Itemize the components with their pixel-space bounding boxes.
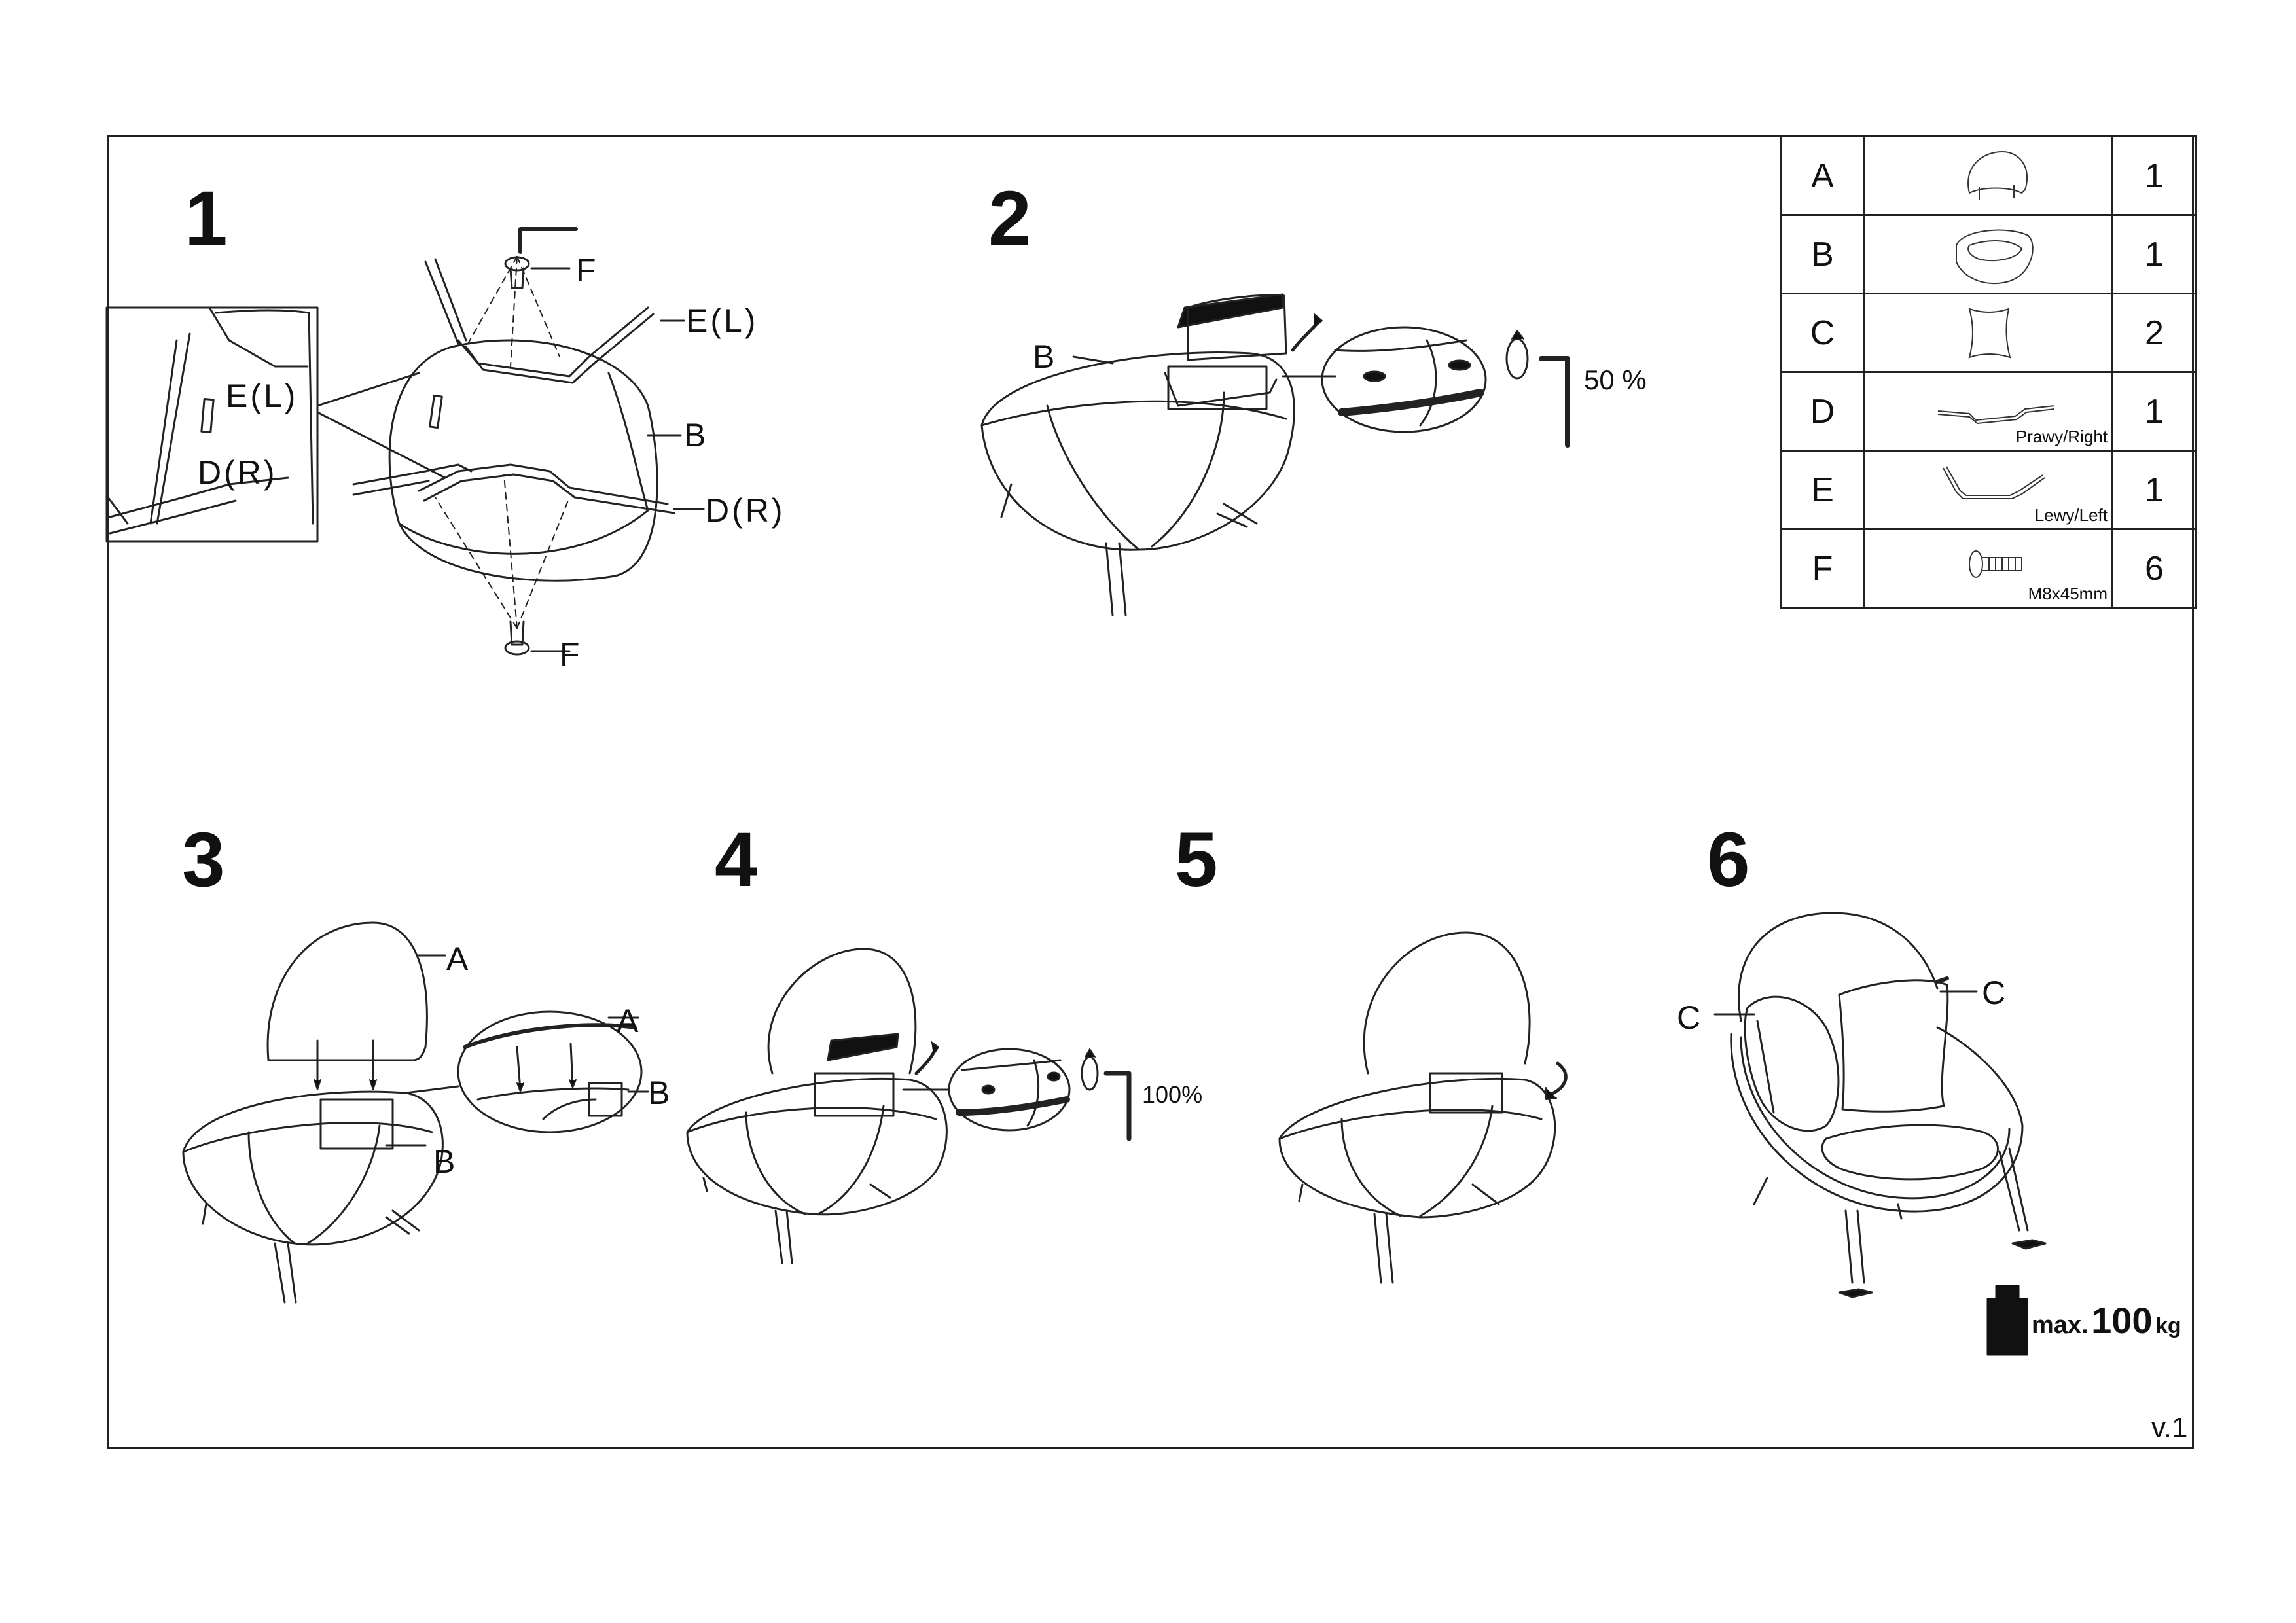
label-step1-d-right: D(R) bbox=[706, 492, 785, 529]
step-number-3: 3 bbox=[182, 817, 225, 903]
allen-key-icon-step1 bbox=[518, 227, 578, 254]
part-picture bbox=[1863, 293, 2113, 373]
part-picture bbox=[1863, 135, 2113, 216]
step3-detail-ellipse bbox=[457, 1010, 643, 1133]
label-step3-detail-b: B bbox=[648, 1075, 670, 1111]
part-picture: Prawy/Right bbox=[1863, 371, 2113, 452]
max-weight-prefix: max. bbox=[2032, 1311, 2089, 1339]
step1-inset-detail bbox=[105, 306, 319, 543]
part-quantity: 1 bbox=[2111, 135, 2197, 216]
part-note: Lewy/Left bbox=[2034, 505, 2108, 525]
step5-chair bbox=[1278, 931, 1556, 1284]
step6-assembled-chair bbox=[1730, 912, 2047, 1298]
parts-row-a: A 1 bbox=[1780, 135, 2197, 216]
max-weight-label: max. 100 kg bbox=[2032, 1299, 2181, 1342]
label-step1-e-left: E(L) bbox=[686, 302, 759, 339]
parts-row-e: E Lewy/Left 1 bbox=[1780, 450, 2197, 530]
parts-row-d: D Prawy/Right 1 bbox=[1780, 371, 2197, 452]
label-step4-torque: 100% bbox=[1142, 1081, 1203, 1108]
cushion-icon bbox=[1968, 308, 2011, 359]
part-letter: B bbox=[1780, 214, 1865, 294]
step3-seat bbox=[182, 1090, 444, 1304]
part-letter: E bbox=[1780, 450, 1865, 530]
sheet-border bbox=[107, 135, 2194, 1449]
parts-row-b: B 1 bbox=[1780, 214, 2197, 294]
step1-leg-frame-e-left bbox=[424, 258, 655, 429]
part-letter: C bbox=[1780, 293, 1865, 373]
step4-detail-ellipse bbox=[948, 1048, 1071, 1132]
step4-chair bbox=[686, 948, 948, 1264]
step-number-4: 4 bbox=[715, 817, 758, 903]
part-quantity: 1 bbox=[2111, 450, 2197, 530]
allen-key-icon-step4 bbox=[1103, 1071, 1132, 1141]
label-step2-torque: 50 % bbox=[1584, 365, 1647, 395]
part-picture: Lewy/Left bbox=[1863, 450, 2113, 530]
step2-detail-ellipse bbox=[1321, 326, 1487, 433]
step2-chair-seat bbox=[980, 293, 1295, 616]
bolt-icon-step1-top bbox=[504, 256, 571, 289]
label-step3-detail-a: A bbox=[617, 1003, 639, 1039]
label-inset-e-left: E(L) bbox=[226, 378, 298, 414]
leg-frame-left-icon bbox=[1943, 466, 2045, 499]
label-step6-c-right: C bbox=[1982, 974, 2006, 1011]
part-note: Prawy/Right bbox=[2015, 427, 2108, 446]
part-picture bbox=[1863, 214, 2113, 294]
label-step3-b: B bbox=[433, 1143, 456, 1180]
label-step1-f-bottom: F bbox=[560, 636, 580, 673]
label-step1-b: B bbox=[684, 417, 706, 454]
seat-bowl-icon bbox=[1956, 229, 2034, 285]
step-number-5: 5 bbox=[1175, 817, 1218, 903]
part-quantity: 1 bbox=[2111, 371, 2197, 452]
max-weight-value: 100 bbox=[2091, 1300, 2153, 1341]
part-picture: M8x45mm bbox=[1863, 528, 2113, 609]
part-letter: A bbox=[1780, 135, 1865, 216]
part-note: M8x45mm bbox=[2028, 584, 2108, 603]
label-step2-b: B bbox=[1033, 338, 1055, 375]
part-quantity: 6 bbox=[2111, 528, 2197, 609]
bolt-icon-step1-bottom bbox=[504, 620, 571, 656]
label-inset-d-right: D(R) bbox=[198, 454, 278, 491]
parts-list-table: A 1 B 1 bbox=[1780, 135, 2197, 609]
weight-icon bbox=[1986, 1285, 2028, 1356]
part-quantity: 1 bbox=[2111, 214, 2197, 294]
rotate-arrow-icon-step4 bbox=[1081, 1048, 1099, 1091]
part-letter: F bbox=[1780, 528, 1865, 609]
step3-backrest bbox=[266, 921, 428, 1090]
part-letter: D bbox=[1780, 371, 1865, 452]
leg-frame-right-icon bbox=[1937, 405, 2055, 425]
step-number-6: 6 bbox=[1707, 817, 1750, 903]
label-step3-a: A bbox=[446, 940, 469, 977]
version-label: v.1 bbox=[2151, 1412, 2188, 1444]
parts-row-c: C 2 bbox=[1780, 293, 2197, 373]
part-quantity: 2 bbox=[2111, 293, 2197, 373]
step-number-2: 2 bbox=[988, 175, 1031, 262]
allen-key-icon-step2 bbox=[1539, 356, 1570, 448]
backrest-shell-icon bbox=[1967, 151, 2028, 200]
parts-row-f: F M8x45mm 6 bbox=[1780, 528, 2197, 609]
step-number-1: 1 bbox=[185, 175, 228, 262]
step1-leg-frame-d-right bbox=[352, 463, 675, 514]
step1-seat-bowl bbox=[388, 339, 658, 582]
max-weight-unit: kg bbox=[2155, 1313, 2181, 1338]
bolt-icon bbox=[1969, 550, 2022, 578]
rotate-arrow-icon-step2 bbox=[1505, 330, 1529, 380]
label-step6-c-left: C bbox=[1677, 999, 1701, 1036]
label-step1-f-top: F bbox=[576, 252, 596, 289]
